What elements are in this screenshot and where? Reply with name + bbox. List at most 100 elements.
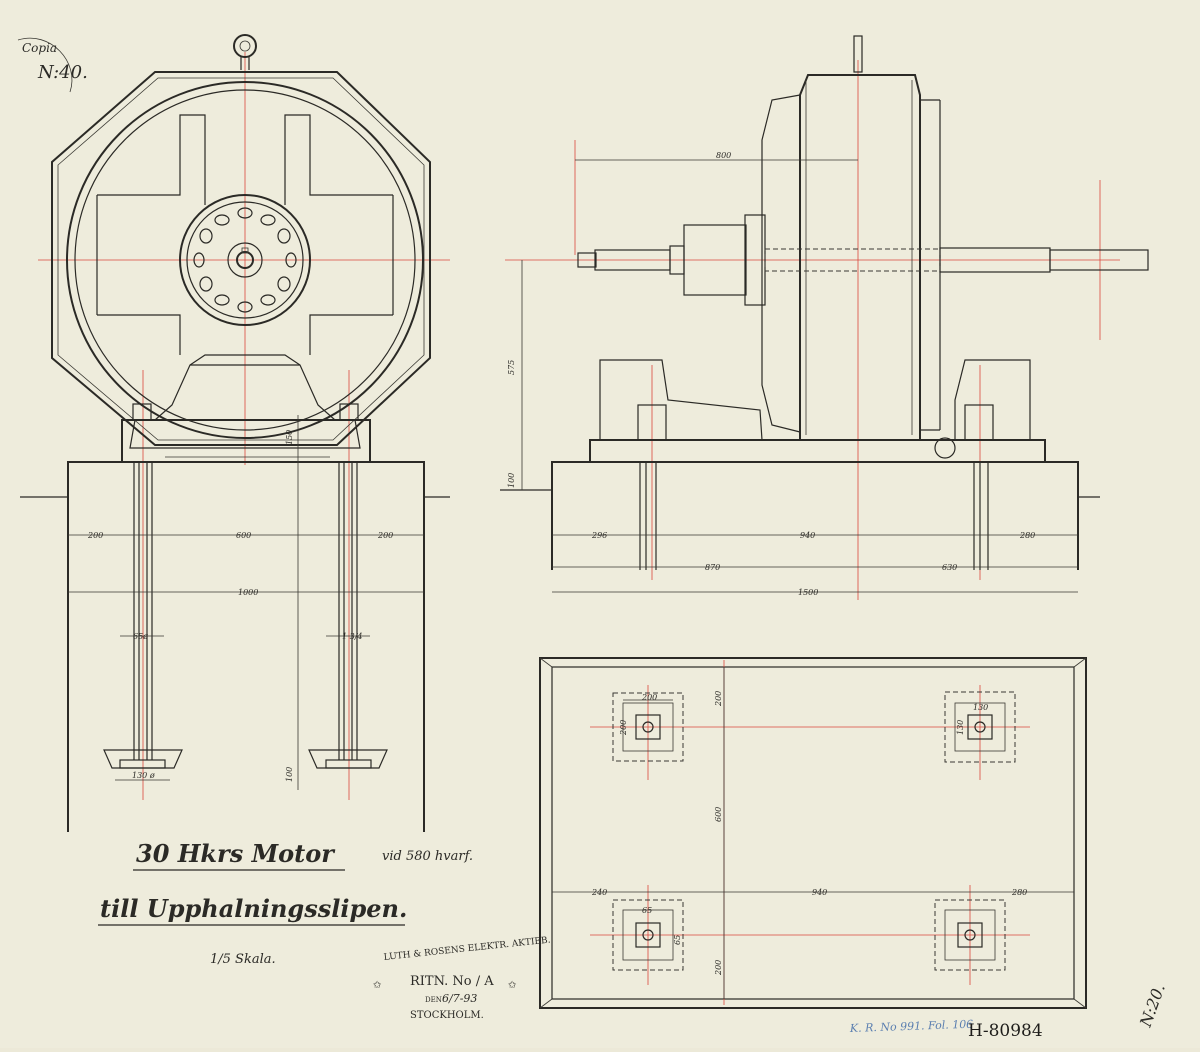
vent-hole: [237, 301, 253, 313]
pole-bottom-left: [97, 314, 181, 355]
pocket-hole: [642, 721, 654, 733]
anchor-washer: [325, 759, 372, 769]
dim-side-630: 630: [942, 563, 957, 572]
shaft-key: [241, 247, 249, 254]
dim-front-anchor-height: 100: [285, 767, 294, 782]
plan-pocket-tr: [944, 691, 1016, 763]
pole-bottom-right: [309, 314, 393, 355]
vent-hole: [277, 228, 291, 244]
dim-front-bolt-d-right: 1 3/4: [342, 632, 363, 641]
archive-number: H-80984: [968, 1021, 1043, 1041]
pocket-inner: [635, 922, 661, 948]
dim-plan-tl-200: 200: [641, 693, 657, 702]
anchor-plate: [308, 749, 388, 769]
stamp-star-icon: ✩: [373, 980, 382, 991]
side-shaft-hidden: [764, 248, 941, 272]
dim-plan-bl-side: 65: [673, 935, 682, 945]
dim-plan-mid-600: 600: [714, 807, 723, 822]
vent-hole: [285, 252, 297, 268]
stator-ring-outer: [66, 81, 424, 439]
title-block: 30 Hkrs Motor vid 580 hvarf. till Upphal…: [98, 839, 473, 967]
dim-front-total: 1000: [238, 588, 258, 597]
dim-side-280: 280: [1019, 531, 1035, 540]
pocket-outer: [944, 691, 1016, 763]
plan-pocket-bl: [612, 899, 684, 971]
vent-hole: [260, 214, 276, 226]
dim-front-anchor-base: 130 ø: [132, 771, 155, 780]
dim-side-940: 940: [800, 531, 815, 540]
title-suffix: vid 580 hvarf.: [382, 849, 473, 864]
dim-side-296: 296: [591, 531, 607, 540]
vent-hole: [199, 228, 213, 244]
plan-pocket-br: [934, 899, 1006, 971]
dim-plan-tr-130: 130: [973, 703, 988, 712]
dim-plan-240: 240: [591, 888, 607, 897]
pocket-hole: [974, 721, 986, 733]
vent-hole: [214, 294, 230, 306]
pole-top-left: [97, 114, 206, 205]
pocket-mid: [622, 909, 674, 961]
lifting-eye-hole: [239, 40, 251, 52]
dim-side-1500: 1500: [798, 588, 818, 597]
nut-left: [132, 403, 152, 421]
plan-pocket-tl: [612, 692, 684, 762]
plan-view: 200 200 130 130 200 600 200 240 65 65 94…: [539, 657, 1087, 1009]
pocket-hole: [642, 929, 654, 941]
side-lifting-lug: [853, 35, 863, 73]
stamp-city: STOCKHOLM.: [410, 1010, 484, 1021]
pocket-inner: [957, 922, 983, 948]
octagonal-housing: [51, 71, 431, 446]
dim-front-left: 200: [87, 531, 103, 540]
pocket-outer: [934, 899, 1006, 971]
title-line-1: 30 Hkrs Motor: [136, 839, 336, 868]
front-view: 200 600 200 1000 65ø 1 3/4 130 ø 150 100: [20, 34, 450, 832]
side-shaft-left: [594, 249, 671, 271]
vent-hole: [237, 207, 253, 219]
stamp-drawing-number: RITN. No / A: [410, 974, 494, 989]
anchor-bolt-right: [308, 462, 388, 769]
anchor-bolt-left: [103, 462, 183, 769]
pocket-mid: [954, 702, 1006, 752]
stamp-star-icon: ✩: [508, 980, 517, 991]
dim-plan-tr-side: 130: [956, 720, 965, 735]
front-foundation: [67, 461, 425, 832]
plan-corner: [1073, 998, 1087, 1009]
side-endshield: [761, 94, 801, 433]
octagonal-housing-inner: [57, 77, 425, 441]
pocket-inner: [635, 714, 661, 740]
dim-plan-65: 65: [642, 906, 652, 915]
pocket-mid: [622, 702, 674, 752]
dim-plan-top-200: 200: [714, 691, 723, 707]
dim-front-right: 200: [377, 531, 393, 540]
pocket-hole: [964, 929, 976, 941]
vent-hole: [277, 276, 291, 292]
stamp-date: 6/7-93: [442, 992, 477, 1005]
stamp-date-prefix: DEN: [425, 996, 442, 1004]
dim-side-100: 100: [507, 473, 516, 488]
dim-plan-280: 280: [1011, 888, 1027, 897]
pocket-mid: [944, 909, 996, 961]
anchor-plate: [103, 749, 183, 769]
side-hub-flange: [744, 214, 766, 306]
dim-plan-tl-side: 200: [619, 720, 628, 736]
vent-hole: [193, 252, 205, 268]
dim-side-800: 800: [716, 151, 731, 160]
dim-front-mid: 600: [236, 531, 251, 540]
shaft-end: [236, 251, 254, 269]
pocket-inner: [967, 714, 993, 740]
rotor-hub-ring: [186, 201, 304, 319]
side-oil-cup: [934, 437, 956, 459]
side-foundation: [551, 461, 1079, 570]
vent-hole: [214, 214, 230, 226]
corner-note: Copia N:40.: [17, 37, 88, 93]
pocket-outer: [612, 692, 684, 762]
rotor-ventilation-holes: [193, 207, 297, 313]
vent-hole: [260, 294, 276, 306]
stator-ring-inner: [74, 89, 416, 431]
dim-side-575: 575: [507, 360, 516, 375]
pocket-outer: [612, 899, 684, 971]
side-shaft-tip-left: [577, 252, 597, 268]
